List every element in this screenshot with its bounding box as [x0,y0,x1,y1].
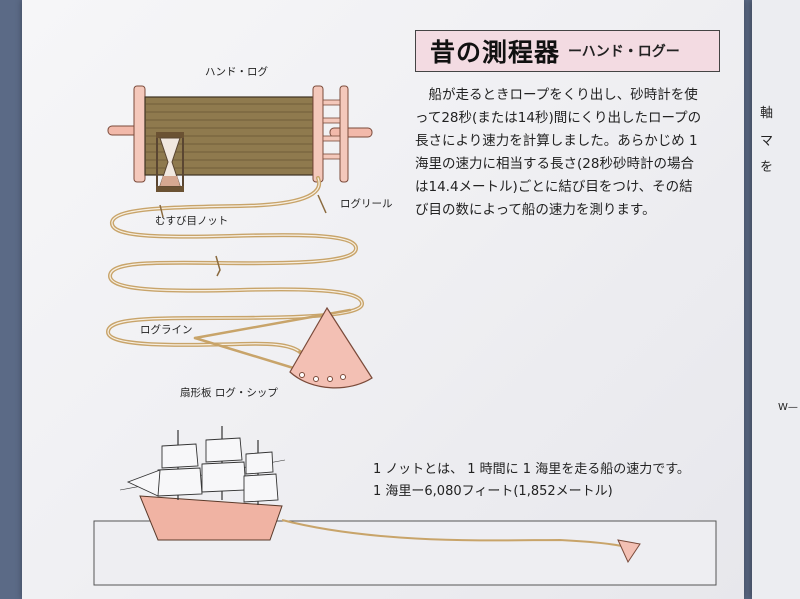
title-box: 昔の測程器 ーハンド・ログー [415,30,720,72]
description-text: 船が走るときロープをくり出し、砂時計を使 って28秒(または14秒)間にくり出し… [415,84,720,222]
description-line: は14.4メートル)ごとに結び目をつけ、その結 [415,179,693,195]
ship-scene [93,426,717,586]
description-line: 長さにより速力を計算しました。あらかじめ 1 [415,133,698,149]
side-text-1: 軸 [760,106,774,121]
hourglass-icon [156,132,184,192]
log-reel-icon [107,85,373,183]
side-text-3: を [760,160,774,175]
label-log-line: ログライン [140,324,193,336]
adjacent-panel: 軸 マ を W— [752,0,800,599]
side-text-4: W— [778,402,798,413]
page-title: 昔の測程器 [430,38,561,67]
page-subtitle: ーハンド・ログー [568,44,680,60]
definition-knot: 1 ノットとは、 1 時間に 1 海里を走る船の速力です。 [373,462,690,477]
description-line: 海里の速力に相当する長さ(28秒砂時計の場合 [415,156,694,172]
label-hand-log: ハンド・ログ [205,66,268,78]
definition-nautical-mile: 1 海里ー6,080フィート(1,852メートル) [373,484,613,499]
knot-marks [159,194,327,277]
description-line: び目の数によって船の速力を測ります。 [415,202,656,218]
description-line: って28秒(または14秒)間にくり出したロープの [415,110,702,126]
label-knot: むすび目ノット [155,215,229,227]
log-ship-icon [289,306,373,389]
description-line: 船が走るときロープをくり出し、砂時計を使 [415,87,698,103]
side-text-2: マ [760,134,774,149]
label-log-ship: 扇形板 ログ・シップ [180,387,278,399]
label-log-reel: ログリール [340,198,393,210]
